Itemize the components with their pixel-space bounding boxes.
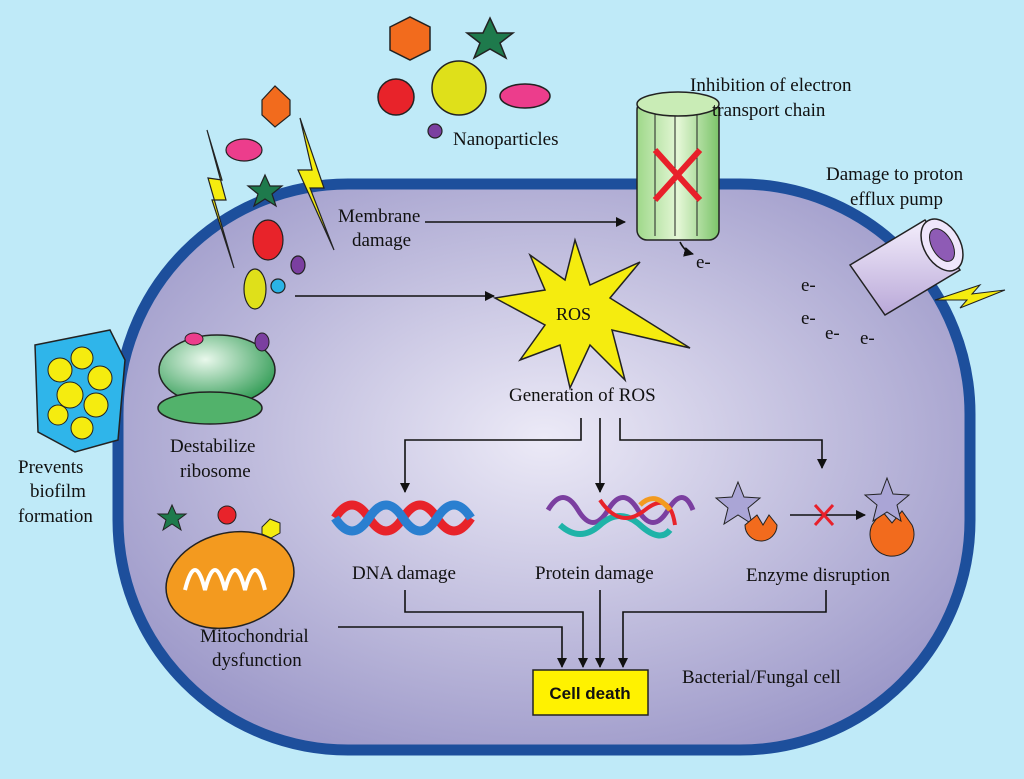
red-particle xyxy=(377,78,415,116)
nanoparticles-label: Nanoparticles xyxy=(453,129,559,150)
mito-label-line1: Mitochondrial xyxy=(200,626,309,647)
yellow-particle xyxy=(243,268,267,310)
membrane-attack-particles xyxy=(206,85,335,310)
cell-death-label: Cell death xyxy=(549,684,630,703)
ribosome-icon xyxy=(157,332,276,425)
lightning-icon xyxy=(206,129,235,269)
inhibition-x-icon xyxy=(652,147,703,203)
protein-damage-label: Protein damage xyxy=(535,563,654,584)
electron-label: e- xyxy=(696,252,711,273)
membrane-damage-label-line2: damage xyxy=(352,230,411,251)
nanoparticles-cluster xyxy=(377,16,551,139)
mitochondrion-icon xyxy=(156,503,295,630)
pump-label-line2: efflux pump xyxy=(850,189,943,210)
inhibition-x-icon xyxy=(813,503,835,527)
lightning-icon xyxy=(297,117,335,251)
enzyme-disruption-label: Enzyme disruption xyxy=(746,565,891,586)
ribosome-label-line1: Destabilize xyxy=(170,436,255,457)
biofilm-label-line3: formation xyxy=(18,506,93,527)
red-particle xyxy=(252,219,284,261)
ros-generation-label: Generation of ROS xyxy=(509,385,656,406)
ros-burst-label: ROS xyxy=(556,304,591,324)
ribosome-label-line2: ribosome xyxy=(180,461,251,482)
cell-type-label: Bacterial/Fungal cell xyxy=(682,667,841,688)
mito-label-line2: dysfunction xyxy=(212,650,302,671)
blue-particle xyxy=(270,278,286,294)
cell-death-box xyxy=(532,669,649,716)
enzyme-to-death-arrow xyxy=(618,590,827,668)
mito-to-death-arrow xyxy=(338,626,567,668)
membrane-damage-label-line1: Membrane xyxy=(338,206,420,227)
etc-label-line2: transport chain xyxy=(712,100,826,121)
ros-to-dna-arrow xyxy=(400,418,582,493)
star-particle xyxy=(246,173,284,208)
biofilm-label-line2: biofilm xyxy=(30,481,86,502)
hexagon-particle xyxy=(261,85,291,128)
electron-arrow xyxy=(679,241,694,257)
dna-helix-icon xyxy=(331,500,475,536)
proton-efflux-pump-icon xyxy=(848,218,1006,317)
pump-label-line1: Damage to proton xyxy=(826,164,964,185)
yellow-particle xyxy=(431,60,487,116)
lightning-icon xyxy=(934,283,1006,309)
electron-label: e- xyxy=(801,275,816,296)
biofilm-label-line1: Prevents xyxy=(18,457,83,478)
electron-label: e- xyxy=(825,323,840,344)
enzyme-icon xyxy=(714,476,915,557)
ros-to-enzyme-arrow xyxy=(619,418,827,469)
cell-membrane xyxy=(112,178,976,756)
protein-structure-icon xyxy=(545,495,696,539)
ros-burst-icon xyxy=(492,237,691,391)
electron-transport-chain-icon xyxy=(636,91,720,241)
pink-particle xyxy=(225,138,263,162)
pink-particle xyxy=(499,83,551,109)
dna-to-death-arrow xyxy=(404,590,588,668)
star-particle xyxy=(464,16,516,60)
electron-label: e- xyxy=(860,328,875,349)
dna-damage-label: DNA damage xyxy=(352,563,456,584)
hexagon-particle xyxy=(389,16,431,61)
biofilm-icon xyxy=(34,329,126,453)
electron-label: e- xyxy=(801,308,816,329)
etc-label-line1: Inhibition of electron xyxy=(690,75,852,96)
purple-particle xyxy=(427,123,443,139)
purple-particle xyxy=(290,255,306,275)
